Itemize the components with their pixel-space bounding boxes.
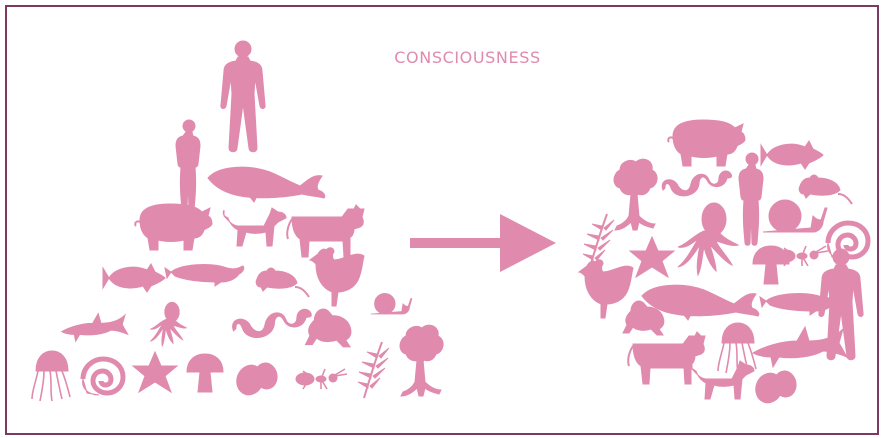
snail-icon — [763, 200, 827, 232]
shark-icon — [61, 313, 128, 341]
arrow-right-icon — [410, 214, 556, 272]
tree-icon — [614, 159, 657, 230]
tree-icon — [400, 325, 443, 396]
worm-icon — [662, 171, 731, 196]
jellyfish-icon — [32, 351, 70, 401]
egg-icon — [752, 369, 798, 406]
fish-icon — [761, 141, 823, 169]
frog-icon — [306, 309, 351, 347]
egg-icon — [233, 361, 279, 398]
mushroom-icon — [187, 354, 223, 392]
snail-icon — [371, 293, 412, 314]
dog-icon — [223, 208, 286, 246]
nautilus-icon — [83, 359, 123, 395]
mushroom-icon — [753, 246, 789, 284]
octopus-icon — [150, 302, 187, 346]
dog-icon — [691, 361, 754, 399]
left-pyramid-group — [32, 41, 443, 401]
worm-icon — [233, 309, 312, 337]
starfish-icon — [630, 237, 674, 277]
woman-icon — [176, 120, 200, 212]
starfish-icon — [133, 352, 177, 392]
mouse-icon — [256, 268, 309, 297]
chicken-icon — [310, 248, 364, 306]
pig-icon — [135, 204, 212, 250]
right-circle-group — [579, 120, 868, 407]
woman-icon — [739, 153, 763, 245]
octopus-icon — [678, 203, 738, 275]
chicken-icon — [579, 260, 633, 318]
fish-icon — [103, 264, 165, 292]
cow-icon — [628, 332, 705, 384]
ant-icon — [296, 369, 347, 389]
whale-icon — [208, 167, 325, 202]
human-icon — [221, 41, 265, 152]
mouse-icon — [799, 175, 852, 204]
fern-icon — [358, 342, 389, 398]
seal-icon — [165, 265, 244, 286]
pig-icon — [668, 120, 745, 166]
